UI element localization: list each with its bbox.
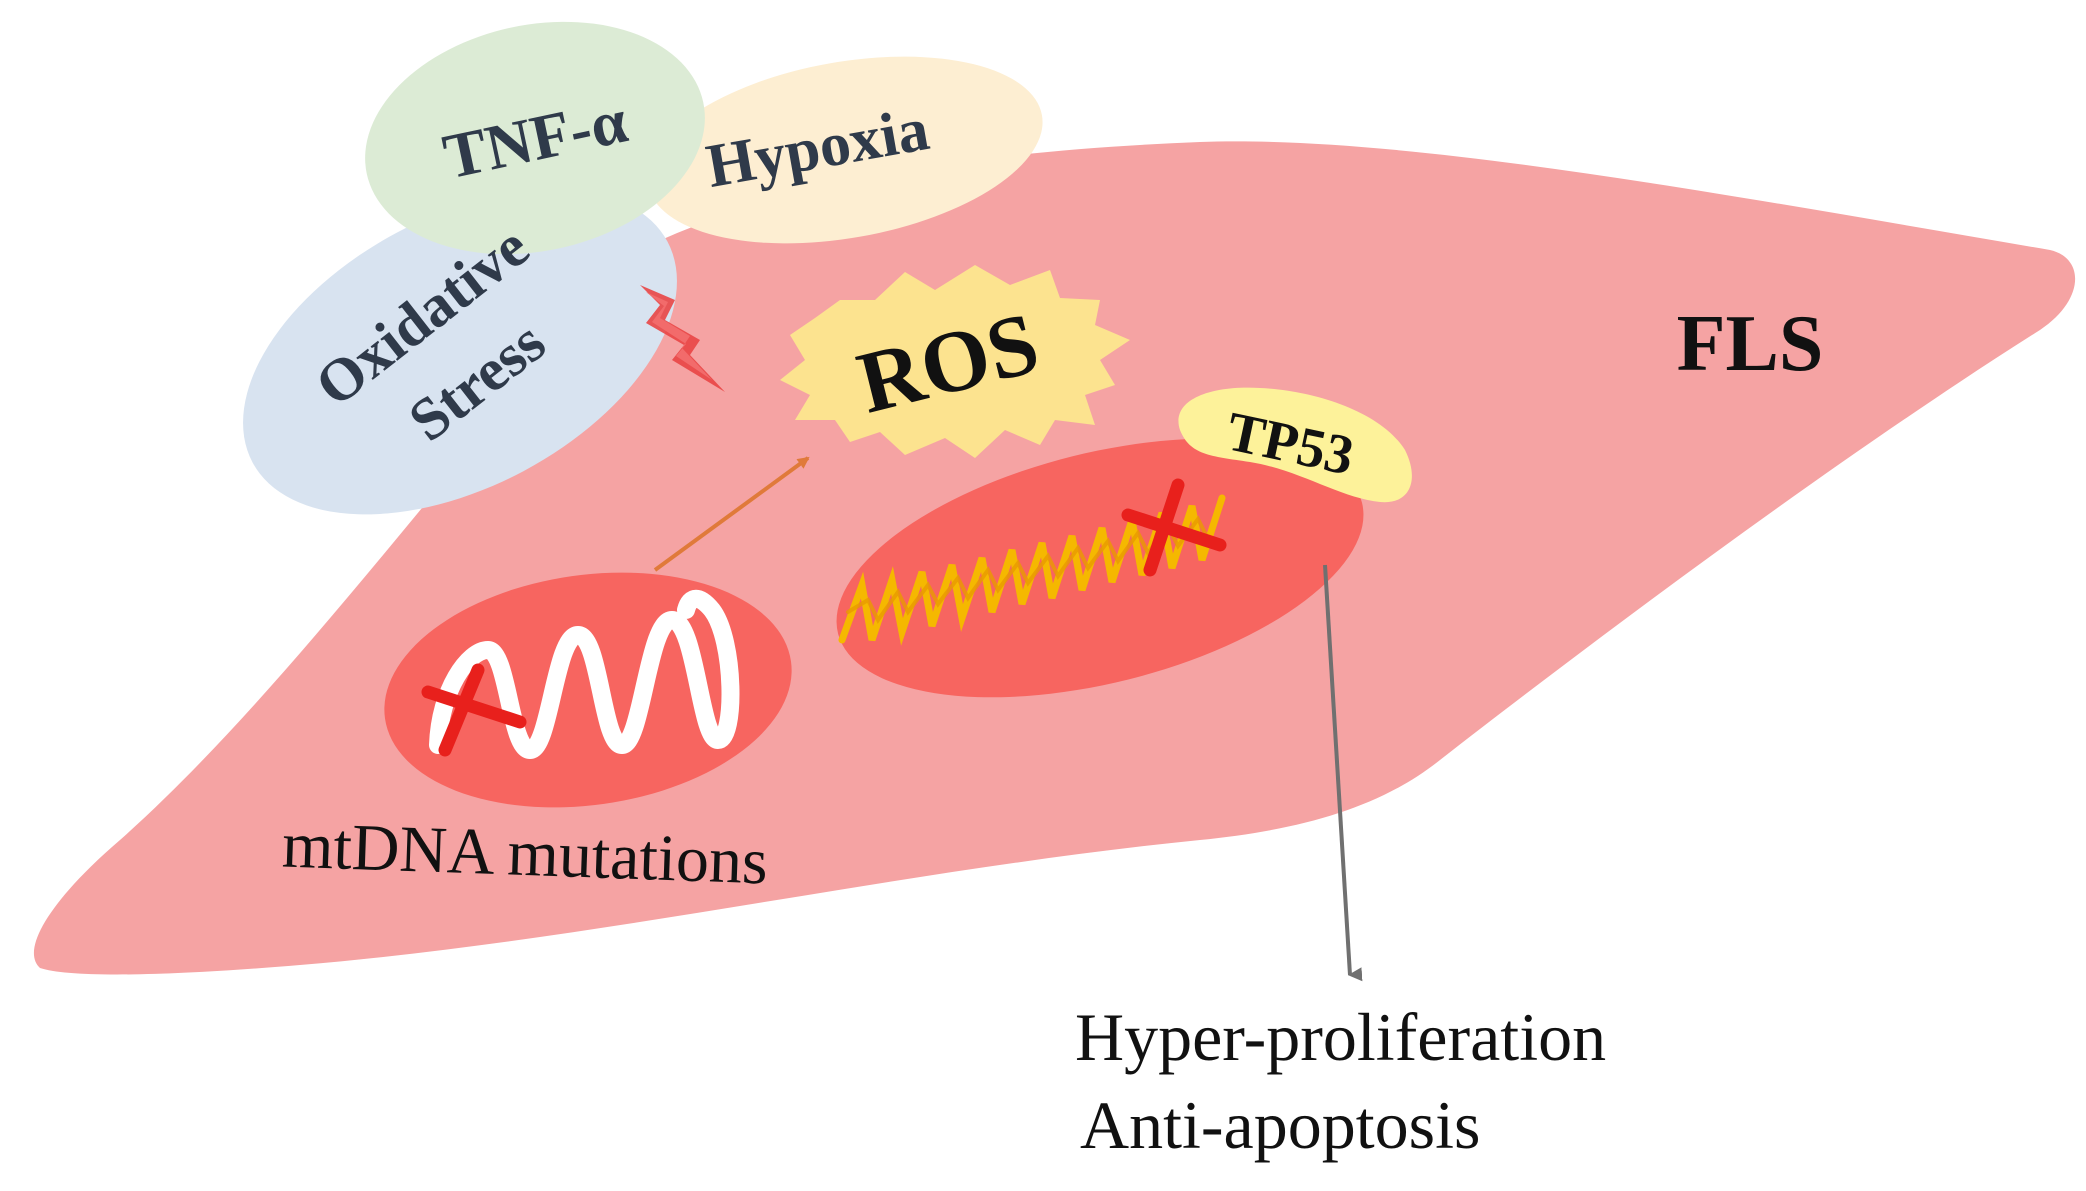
outcome-antiapoptosis-label: Anti-apoptosis — [1080, 1087, 1480, 1163]
mtdna-mutation-cross-icon — [421, 663, 527, 757]
mtdna-to-ros-arrow — [653, 456, 810, 572]
oxidative-stress-ellipse — [243, 189, 677, 515]
nucleus — [836, 438, 1364, 698]
nucleus-to-outcome-arrow — [1323, 564, 1363, 982]
mtdna-mutations-label: mtDNA mutations — [281, 809, 769, 899]
hypoxia-ellipse — [647, 56, 1043, 244]
tp53-blob — [1178, 387, 1412, 503]
nuclear-mutation-cross-icon — [1121, 478, 1227, 577]
mtdna-coil-icon — [429, 589, 740, 759]
fls-label: FLS — [1677, 300, 1824, 388]
tnf-ellipse — [365, 21, 705, 255]
ros-burst-icon — [780, 265, 1130, 458]
lightning-bolt-icon — [640, 285, 725, 392]
outcome-hyperproliferation-label: Hyper-proliferation — [1075, 999, 1606, 1075]
